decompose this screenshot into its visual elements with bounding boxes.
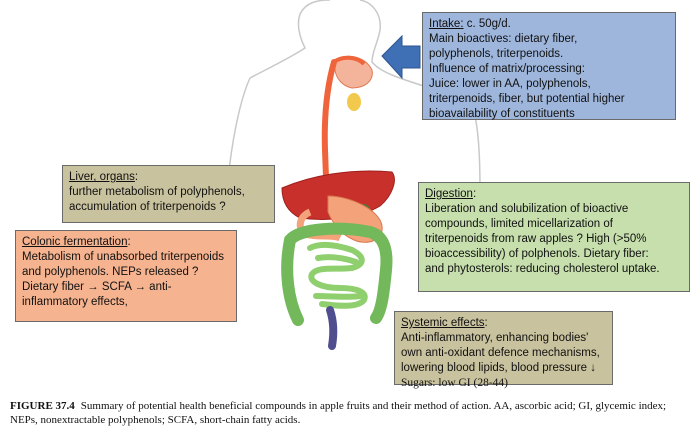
liver-organs-box: Liver, organs: further metabolism of pol…	[62, 165, 275, 223]
liver-line-1: further metabolism of polyphenols,	[69, 186, 245, 198]
intake-line-1: Main bioactives: dietary fiber,	[429, 33, 578, 45]
colonic-line-3: Dietary fiber → SCFA → anti-	[22, 281, 172, 293]
liver-line-2: accumulation of triterpenoids ?	[69, 201, 226, 213]
small-intestine	[307, 241, 368, 309]
intake-line-5: triterpenoids, fiber, but potential high…	[429, 93, 625, 105]
intake-heading: Intake: c. 50g/d.	[429, 18, 511, 30]
digestion-box: Digestion: Liberation and solubilization…	[418, 182, 690, 292]
intake-box: Intake: c. 50g/d. Main bioactives: dieta…	[422, 12, 676, 120]
systemic-line-3: lowering blood lipids, blood pressure ↓	[401, 362, 596, 374]
esophagus	[321, 59, 337, 208]
digestion-line-4: bioaccessibility) of polphenols. Dietary…	[425, 248, 649, 260]
anatomy-illustration	[227, 0, 481, 350]
mouth-area	[334, 55, 373, 89]
systemic-line-2: own anti-oxidant defence mechanisms,	[401, 347, 600, 359]
liver-heading: Liver, organs:	[69, 171, 139, 183]
digestion-line-1: Liberation and solubilization of bioacti…	[425, 203, 629, 215]
figure-label: FIGURE 37.4	[10, 400, 75, 412]
large-intestine	[281, 222, 393, 326]
intake-arrow	[381, 34, 421, 80]
systemic-line-1: Anti-inflammatory, enhancing bodies'	[401, 332, 589, 344]
throat	[332, 55, 366, 66]
intake-line-3: Influence of matrix/processing:	[429, 63, 585, 75]
colonic-heading: Colonic fermentation:	[22, 236, 131, 248]
colonic-line-1: Metabolism of unabsorbed triterpenoids	[22, 251, 225, 263]
colonic-line-2: and polyphenols. NEPs released ?	[22, 266, 199, 278]
digestion-line-3: triterpenoids from raw apples ? High (>5…	[425, 233, 647, 245]
figure-caption-text: Summary of potential health beneficial c…	[10, 400, 667, 426]
colonic-fermentation-box: Colonic fermentation: Metabolism of unab…	[15, 230, 237, 322]
digestion-line-2: compounds, limited micellarization of	[425, 218, 613, 230]
systemic-line-4: Sugars: low GI (28-44)	[401, 377, 508, 389]
intake-line-2: polyphenols, triterpenoids.	[429, 48, 564, 60]
salivary-gland	[347, 93, 361, 111]
systemic-heading: Systemic effects:	[401, 317, 488, 329]
digestion-line-5: and phytosterols: reducing cholesterol u…	[425, 263, 660, 275]
body-outline	[227, 0, 481, 191]
intake-line-6: bioavailability of constituents	[429, 108, 575, 120]
systemic-effects-box: Systemic effects: Anti-inflammatory, enh…	[394, 311, 613, 389]
colonic-line-4: inflammatory effects,	[22, 296, 128, 308]
intake-line-4: Juice: lower in AA, polyphenols,	[429, 78, 591, 90]
rectum	[326, 306, 338, 350]
digestion-heading: Digestion:	[425, 188, 477, 200]
